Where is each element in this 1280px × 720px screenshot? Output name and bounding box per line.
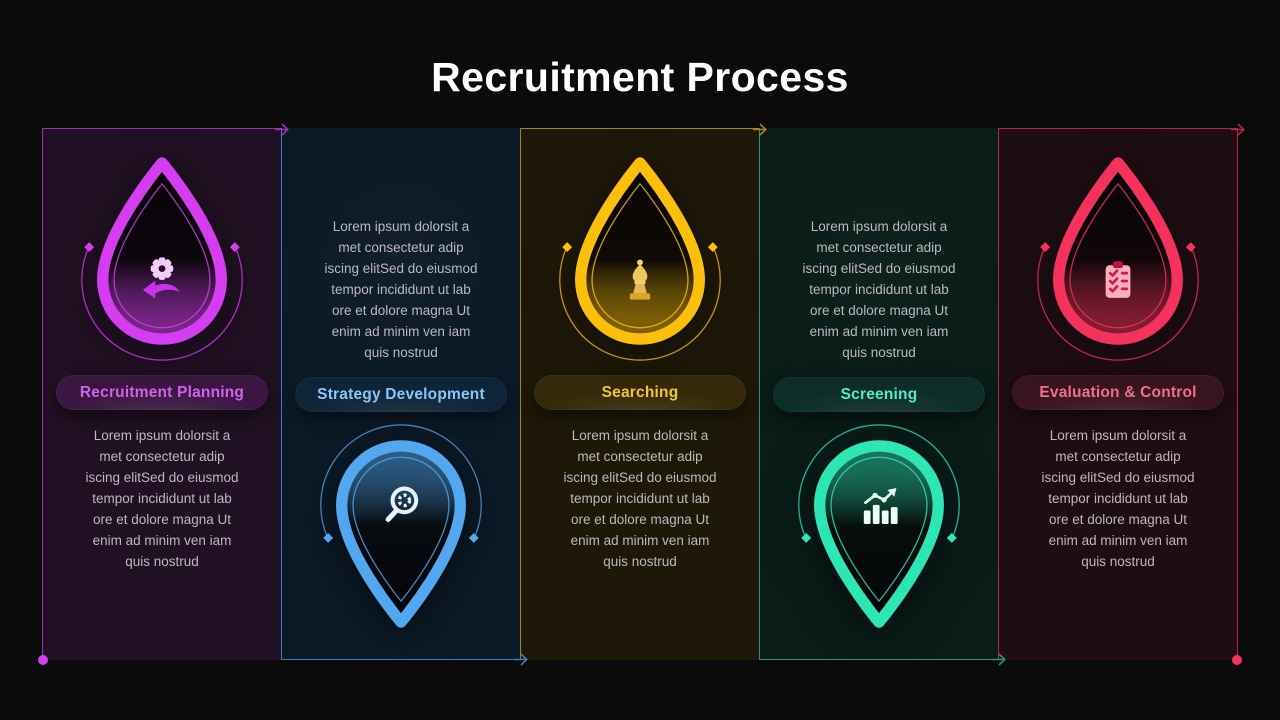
step-title-badge: Searching [534,375,746,410]
step-marker-pin [313,418,489,636]
step-description: Lorem ipsum dolorsit a met consectetur a… [802,219,956,361]
flow-start-dot [38,655,48,665]
step-marker-drop [1030,149,1206,367]
step-description: Lorem ipsum dolorsit a met consectetur a… [85,428,239,570]
process-columns: Recruitment Planning Lorem ipsum dolorsi… [38,122,1245,666]
page-title: Recruitment Process [431,54,849,100]
flow-arrow-icon [991,651,1008,668]
drop-shape [1037,157,1199,361]
step-marker-drop [74,149,250,367]
step-title-badge: Strategy Development [295,377,507,413]
step-description: Lorem ipsum dolorsit a met consectetur a… [563,428,717,570]
step-panel-evaluation-control: Evaluation & Control Lorem ipsum dolorsi… [998,122,1245,665]
flow-arrow-icon [752,121,769,138]
drop-shape [559,157,721,361]
checklist-icon [1091,254,1145,308]
flow-arrow-icon [1230,121,1247,138]
step-description: Lorem ipsum dolorsit a met consectetur a… [324,219,478,361]
pin-shape [320,424,482,629]
hand-gear-icon [135,254,189,308]
magnifier-icon [374,479,428,533]
chess-piece-icon [613,254,667,308]
step-marker-drop [552,149,728,367]
step-panel-recruitment-planning: Recruitment Planning Lorem ipsum dolorsi… [38,122,289,665]
step-title: Strategy Development [317,385,485,403]
step-title: Searching [601,383,679,401]
bar-chart-icon [852,479,906,533]
step-title: Screening [840,385,918,403]
flow-arrow-icon [274,121,291,138]
step-panel-strategy-development: Lorem ipsum dolorsit a met consectetur a… [281,128,528,666]
flow-end-dot [1232,655,1242,665]
pin-shape [798,424,960,629]
step-marker-pin [791,418,967,636]
step-title: Recruitment Planning [79,383,245,401]
drop-shape [81,157,243,361]
step-description: Lorem ipsum dolorsit a met consectetur a… [1041,428,1195,570]
step-title-badge: Evaluation & Control [1012,375,1224,410]
step-title-badge: Recruitment Planning [56,375,268,410]
step-panel-screening: Lorem ipsum dolorsit a met consectetur a… [759,128,1006,666]
flow-arrow-icon [513,651,530,668]
step-panel-searching: Searching Lorem ipsum dolorsit a met con… [520,122,767,660]
step-title-badge: Screening [773,377,985,413]
step-title: Evaluation & Control [1039,383,1197,401]
